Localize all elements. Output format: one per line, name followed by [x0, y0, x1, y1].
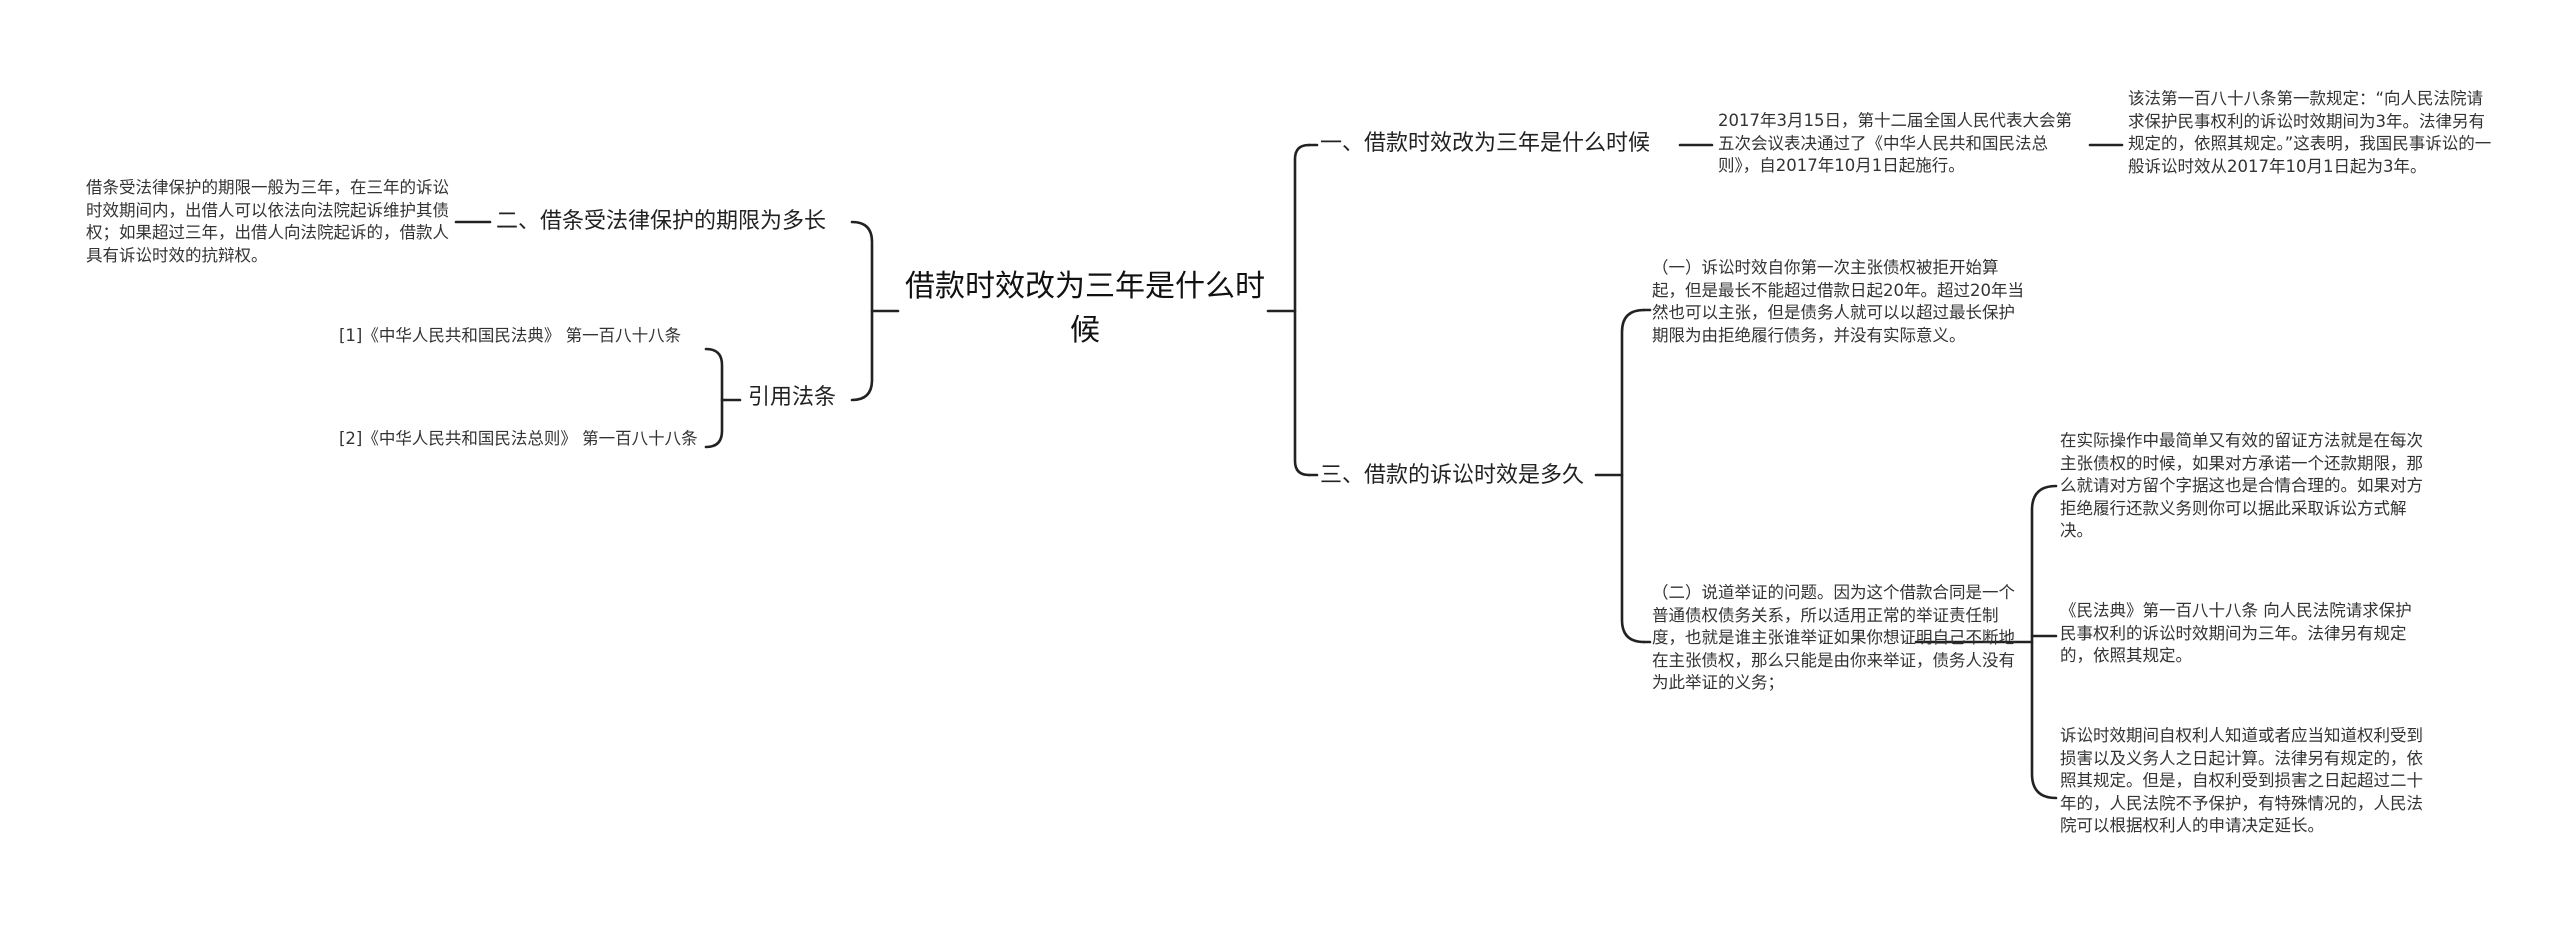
bracket-root-left — [850, 220, 874, 402]
branch-b4-label[interactable]: 引用法条 — [748, 385, 837, 410]
b4-ref2-text[interactable]: [2]《中华人民共和国民法总则》 第一百八十八条 — [339, 429, 698, 448]
b1-child-text[interactable]: 2017年3月15日，第十二届全国人民代表大会第五次会议表决通过了《中华人民共和… — [1718, 111, 2072, 175]
b3-sub3-text[interactable]: 诉讼时效期间自权利人知道或者应当知道权利受到损害以及义务人之日起计算。法律另有规… — [2060, 726, 2423, 835]
b3-item2-text[interactable]: （二）说道举证的问题。因为这个借款合同是一个普通债权债务关系，所以适用正常的举证… — [1652, 583, 2015, 692]
b2-child-text[interactable]: 借条受法律保护的期限一般为三年，在三年的诉讼时效期间内，出借人可以依法向法院起诉… — [86, 178, 449, 265]
branch-b2-label[interactable]: 二、借条受法律保护的期限为多长 — [496, 209, 827, 234]
bracket-b4 — [704, 347, 724, 449]
branch-b3-label[interactable]: 三、借款的诉讼时效是多久 — [1320, 463, 1585, 488]
b1-grandchild-text[interactable]: 该法第一百八十八条第一款规定：“向人民法院请求保护民事权利的诉讼时效期间为3年。… — [2128, 89, 2492, 176]
bracket-root-right — [1293, 143, 1311, 477]
branch-b1-label[interactable]: 一、借款时效改为三年是什么时候 — [1320, 131, 1651, 156]
b4-ref1-text[interactable]: [1]《中华人民共和国民法典》 第一百八十八条 — [339, 326, 682, 345]
b3-sub1-text[interactable]: 在实际操作中最简单又有效的留证方法就是在每次主张债权的时候，如果对方承诺一个还款… — [2060, 431, 2423, 540]
bracket-b3 — [1620, 308, 1646, 644]
b3-sub2-text[interactable]: 《民法典》第一百八十八条 向人民法院请求保护民事权利的诉讼时效期间为三年。法律另… — [2060, 601, 2412, 665]
b3-item1-text[interactable]: （一）诉讼时效自你第一次主张债权被拒开始算起，但是最长不能超过借款日起20年。超… — [1652, 258, 2024, 345]
bracket-item2 — [2030, 484, 2058, 800]
root-title[interactable]: 借款时效改为三年是什么时候 — [905, 269, 1265, 348]
